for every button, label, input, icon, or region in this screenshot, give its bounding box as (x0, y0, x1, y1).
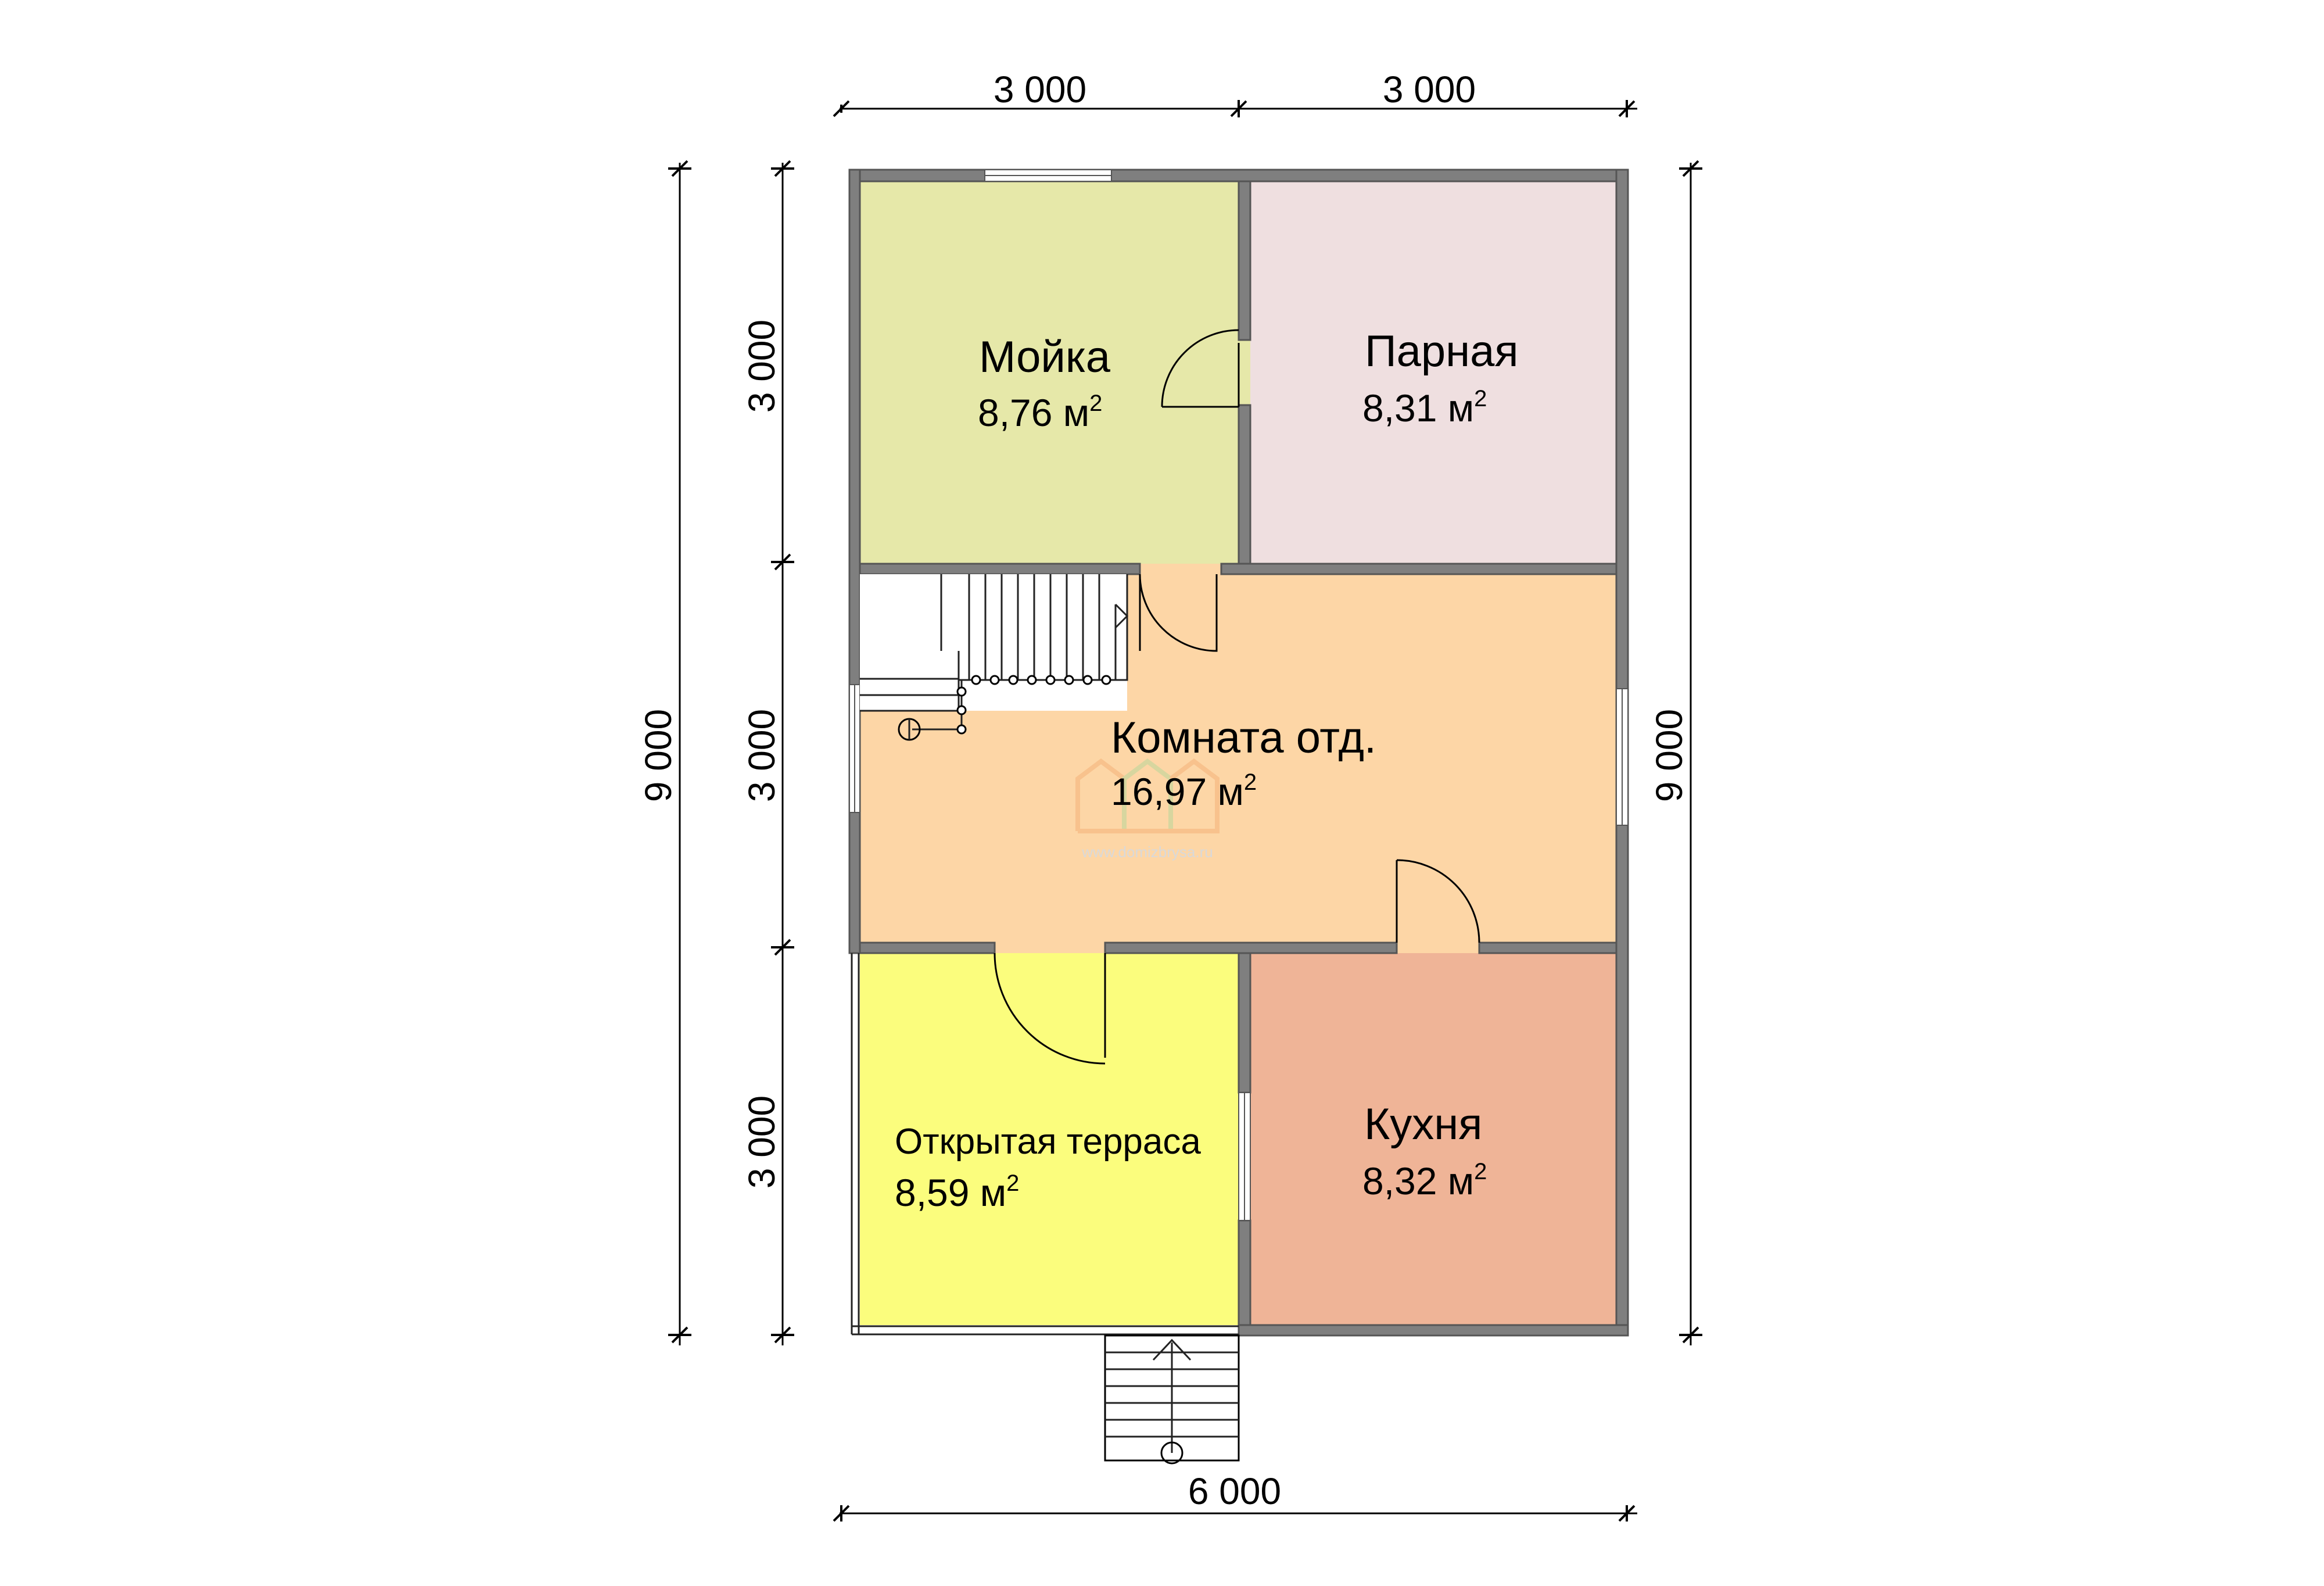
room-fill-moyka (860, 181, 1239, 564)
room-name-komnata: Комната отд. (1111, 713, 1376, 762)
walls (848, 169, 1629, 1337)
door-gap-moyka-parnaya (1239, 340, 1250, 405)
dim-top-left: 3 000 (994, 69, 1086, 110)
room-area-terrasa: 8,59 м2 (895, 1170, 1019, 1214)
doors (994, 329, 1480, 1065)
dimension-lines (668, 100, 1702, 1522)
entrance-steps (1104, 1334, 1240, 1465)
room-name-parnaya: Парная (1365, 327, 1519, 376)
room-area-parnaya: 8,31 м2 (1362, 386, 1487, 429)
watermark-logo (1075, 758, 1220, 833)
dim-left-total: 9 000 (637, 709, 679, 802)
windows (849, 169, 1629, 1221)
dim-left-middle: 3 000 (741, 709, 783, 802)
room-fill-terrasa (860, 953, 1239, 1325)
watermark-url: www.domizbrysa.ru (1081, 843, 1213, 861)
room-fill-kukhnya (1250, 953, 1616, 1325)
interior-staircase (860, 574, 1129, 741)
door-gap-kukhnya (1397, 943, 1479, 953)
door-gap-terrasa (995, 943, 1105, 953)
room-area-moyka: 8,76 м2 (978, 391, 1102, 434)
door-gap-moyka-komnata (1140, 564, 1221, 574)
dim-bottom: 6 000 (1188, 1470, 1281, 1512)
room-name-kukhnya: Кухня (1364, 1100, 1482, 1149)
room-area-komnata: 16,97 м2 (1111, 769, 1257, 813)
terrace-edges (851, 953, 1239, 1336)
room-name-terrasa: Открытая терраса (895, 1122, 1201, 1162)
dim-right-total: 9 000 (1648, 709, 1690, 802)
dim-top-right: 3 000 (1383, 69, 1476, 110)
room-name-moyka: Мойка (979, 332, 1111, 382)
dim-left-lower: 3 000 (741, 1095, 783, 1188)
room-fill-parnaya (1250, 181, 1616, 564)
room-area-kukhnya: 8,32 м2 (1362, 1159, 1487, 1202)
dim-left-upper: 3 000 (741, 320, 783, 413)
